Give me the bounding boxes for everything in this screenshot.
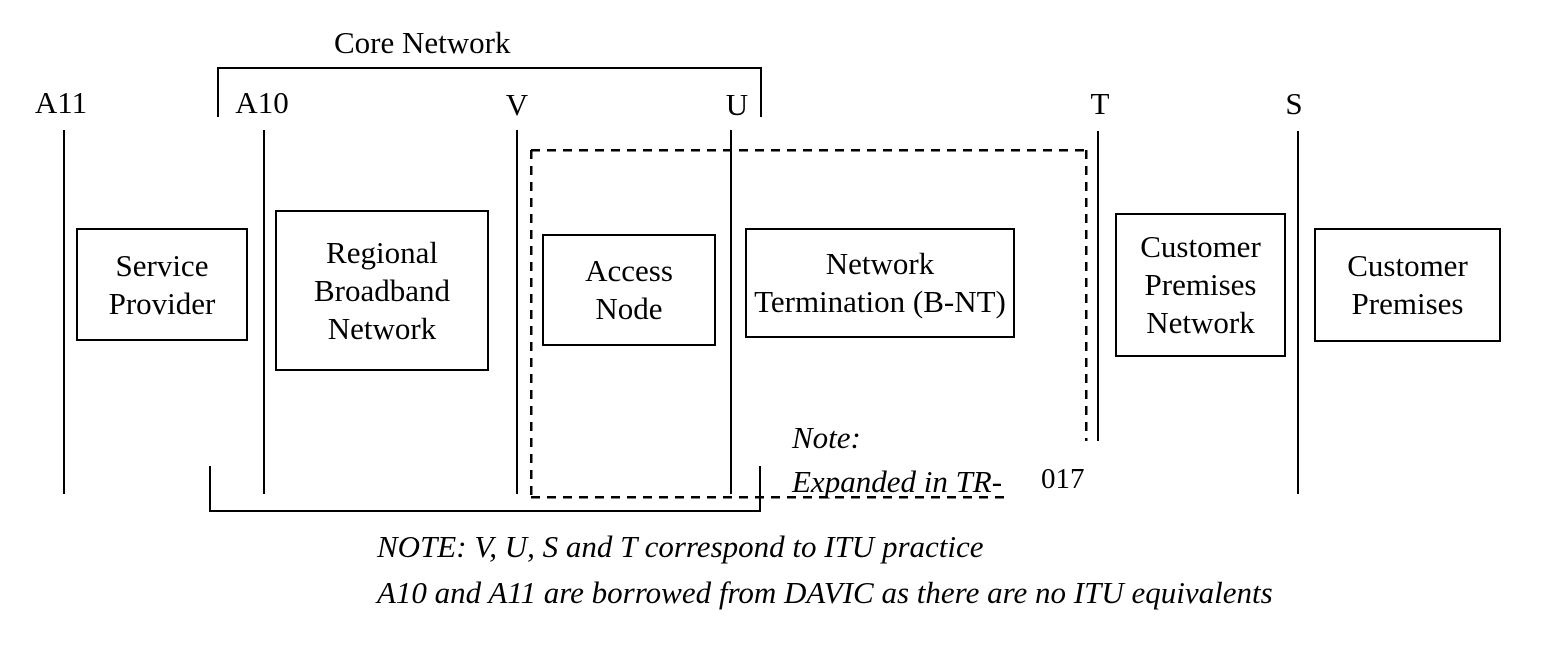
refpoint-label-a11: A11 [34,85,88,120]
core-network-bracket [217,67,762,117]
refpoint-label-a10: A10 [235,85,289,120]
refpoint-label-v: V [505,87,529,122]
core-network-label: Core Network [334,25,511,60]
node-customer-premises-network: Customer Premises Network [1115,213,1286,357]
refpoint-label-s: S [1285,86,1303,121]
node-access-node: Access Node [542,234,716,346]
node-customer-premises: Customer Premises [1314,228,1501,342]
refpoint-label-u: U [725,87,749,122]
expanded-note-number: 017 [1041,463,1085,495]
access-span-bracket [209,466,761,512]
node-network-termination: Network Termination (B-NT) [745,228,1015,338]
node-service-provider: Service Provider [76,228,248,341]
expanded-note: Note: Expanded in TR- [792,420,1003,499]
diagram-footnote: NOTE: V, U, S and T correspond to ITU pr… [377,529,1273,610]
node-regional-broadband-network: Regional Broadband Network [275,210,489,371]
refpoint-label-t: T [1090,86,1110,121]
